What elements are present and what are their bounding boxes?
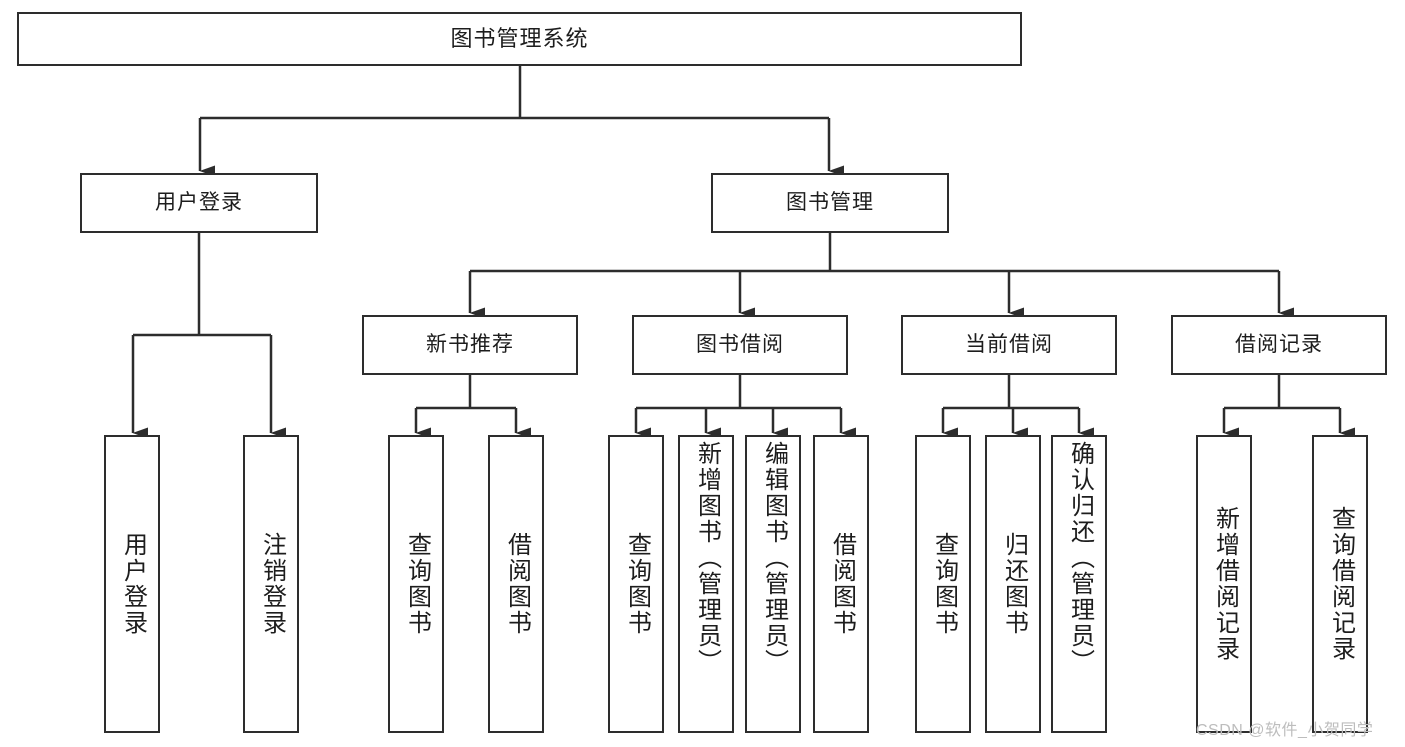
leaf-label: 借阅图书 bbox=[828, 532, 856, 636]
leaf-label: 查询图书 bbox=[623, 532, 651, 636]
leaf-logout[interactable]: 注销登录 bbox=[243, 435, 299, 733]
leaf-add-book-admin[interactable]: 新增图书（管理员） bbox=[678, 435, 734, 733]
node-label: 图书借阅 bbox=[696, 332, 784, 356]
node-book-management[interactable]: 图书管理 bbox=[711, 173, 949, 233]
node-book-borrowing[interactable]: 图书借阅 bbox=[632, 315, 848, 375]
leaf-label: 查询图书 bbox=[930, 532, 958, 636]
csdn-watermark: CSDN @软件_小贺同学 bbox=[1196, 722, 1374, 739]
leaf-label: 用户登录 bbox=[119, 532, 147, 636]
leaf-label: 注销登录 bbox=[258, 532, 286, 636]
node-label: 图书管理系统 bbox=[450, 26, 589, 52]
leaf-label: 查询借阅记录 bbox=[1327, 506, 1355, 662]
leaf-label: 编辑图书（管理员） bbox=[760, 441, 788, 675]
node-book-management-system[interactable]: 图书管理系统 bbox=[17, 12, 1022, 66]
node-new-book-recommendation[interactable]: 新书推荐 bbox=[362, 315, 578, 375]
node-label: 用户登录 bbox=[155, 190, 243, 214]
leaf-confirm-return-admin[interactable]: 确认归还（管理员） bbox=[1051, 435, 1107, 733]
node-label: 借阅记录 bbox=[1235, 332, 1323, 356]
leaf-label: 新增图书（管理员） bbox=[693, 441, 721, 675]
node-user-login[interactable]: 用户登录 bbox=[80, 173, 318, 233]
node-label: 当前借阅 bbox=[965, 332, 1053, 356]
leaf-label: 查询图书 bbox=[403, 532, 431, 636]
leaf-label: 确认归还（管理员） bbox=[1066, 441, 1094, 675]
leaf-edit-book-admin[interactable]: 编辑图书（管理员） bbox=[745, 435, 801, 733]
leaf-label: 新增借阅记录 bbox=[1211, 506, 1239, 662]
leaf-label: 借阅图书 bbox=[503, 532, 531, 636]
leaf-return-book[interactable]: 归还图书 bbox=[985, 435, 1041, 733]
leaf-query-book-newbook[interactable]: 查询图书 bbox=[388, 435, 444, 733]
leaf-user-login[interactable]: 用户登录 bbox=[104, 435, 160, 733]
node-borrow-records[interactable]: 借阅记录 bbox=[1171, 315, 1387, 375]
leaf-query-borrow-record[interactable]: 查询借阅记录 bbox=[1312, 435, 1368, 733]
node-label: 图书管理 bbox=[786, 190, 874, 214]
leaf-label: 归还图书 bbox=[1000, 532, 1028, 636]
leaf-borrow-book-newbook[interactable]: 借阅图书 bbox=[488, 435, 544, 733]
leaf-borrow-book[interactable]: 借阅图书 bbox=[813, 435, 869, 733]
leaf-query-book-borrow[interactable]: 查询图书 bbox=[608, 435, 664, 733]
leaf-query-book-current[interactable]: 查询图书 bbox=[915, 435, 971, 733]
node-label: 新书推荐 bbox=[426, 332, 514, 356]
leaf-add-borrow-record[interactable]: 新增借阅记录 bbox=[1196, 435, 1252, 733]
node-current-borrowing[interactable]: 当前借阅 bbox=[901, 315, 1117, 375]
